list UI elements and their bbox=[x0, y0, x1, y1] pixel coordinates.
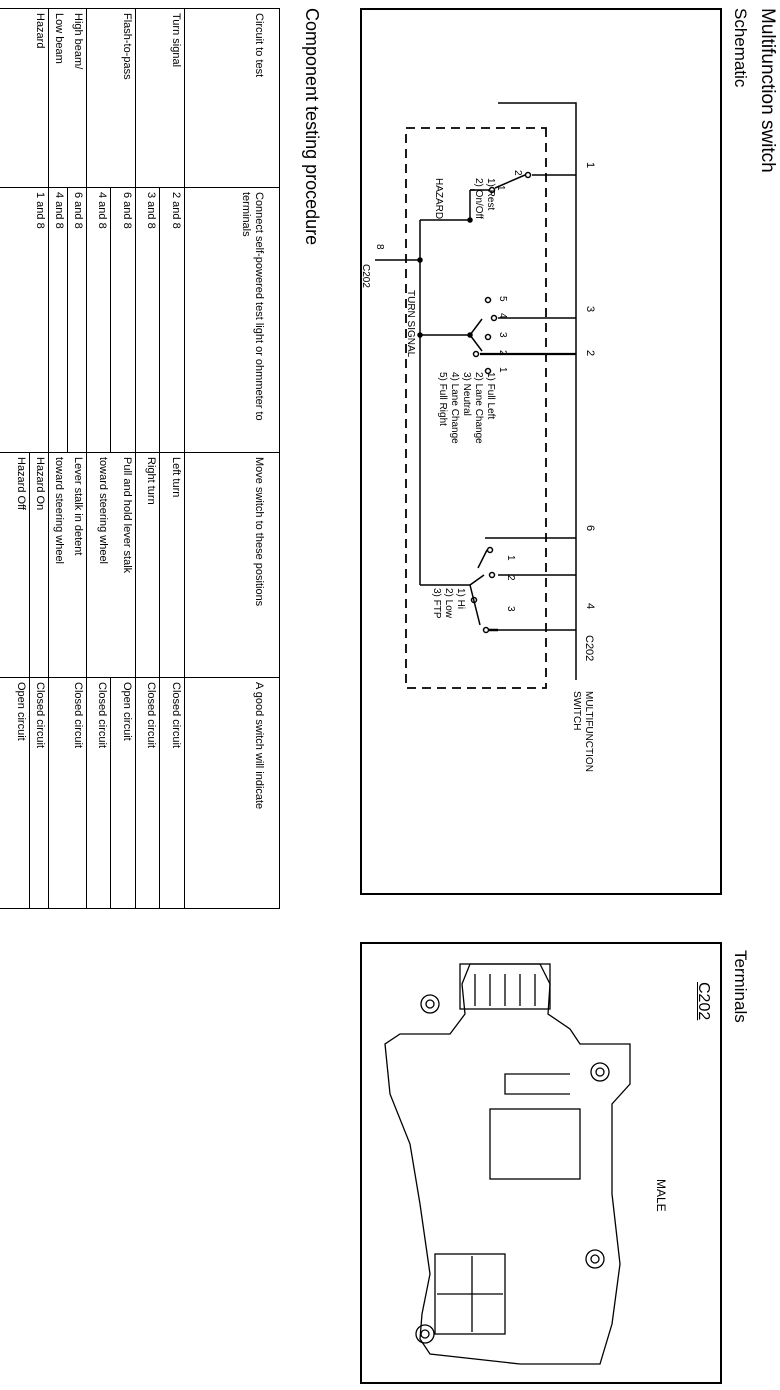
contact-label: 3 bbox=[505, 606, 516, 612]
procedure-table: Circuit to test Connect self-powered tes… bbox=[0, 8, 280, 909]
cell-circuit: Low beam bbox=[48, 8, 68, 188]
cell-circuit: Hazard bbox=[0, 8, 49, 188]
terminals-panel: C202 MALE bbox=[360, 942, 722, 1384]
cell-circuit: Flash-to-pass bbox=[86, 8, 136, 188]
cell-position: Hazard Off bbox=[0, 452, 30, 678]
contact-label: 2 bbox=[512, 170, 523, 176]
turn-position: 3) Neutral bbox=[461, 372, 472, 416]
cell-terminals: 6 and 8 bbox=[67, 187, 87, 453]
table-row: Hazard 1 and 8 Hazard On Closed circuit bbox=[0, 8, 49, 909]
pin-label: 2 bbox=[584, 350, 596, 356]
hazard-position: 1) Rest bbox=[485, 178, 496, 210]
connector-label: C202 bbox=[583, 635, 595, 661]
switch-label: SWITCH bbox=[571, 691, 582, 730]
cell-result bbox=[48, 677, 68, 909]
header-cell: Connect self-powered test light or ohmme… bbox=[184, 187, 280, 453]
contact-label: 5 bbox=[497, 296, 508, 302]
hazard-label: HAZARD bbox=[433, 178, 444, 219]
schematic-diagram: 1 3 2 6 4 C202 MULTIFUNCTION SWITCH 2 1 … bbox=[362, 102, 596, 772]
cell-position: Lever stalk in detent bbox=[67, 452, 87, 678]
header-cell: Circuit to test bbox=[184, 8, 280, 188]
contact-label: 2 bbox=[505, 575, 516, 581]
pin-label: 3 bbox=[584, 306, 596, 312]
pin-label: 6 bbox=[584, 525, 596, 531]
cell-circuit: High beam/ bbox=[67, 8, 87, 188]
cell-result: Open circuit bbox=[111, 677, 136, 909]
procedure-table-wrap: Circuit to test Connect self-powered tes… bbox=[0, 8, 380, 909]
contact-label: 1 bbox=[505, 555, 516, 561]
header-cell: A good switch will indicate bbox=[184, 677, 280, 909]
cell-result: Closed circuit bbox=[29, 677, 49, 909]
beam-position: 2) Low bbox=[443, 588, 454, 619]
turn-position: 2) Lane Change bbox=[473, 372, 484, 444]
cell-result: Open circuit bbox=[0, 677, 30, 909]
cell-result: Closed circuit bbox=[135, 677, 160, 909]
cell-terminals: 6 and 8 bbox=[111, 187, 136, 453]
table-row: Turn signal 2 and 8 Left turn Closed cir… bbox=[135, 8, 185, 909]
cell-result: Closed circuit bbox=[86, 677, 111, 909]
cell-terminals: 2 and 8 bbox=[160, 187, 185, 453]
cell-position: Right turn bbox=[135, 452, 160, 678]
turn-position: 4) Lane Change bbox=[449, 372, 460, 444]
connector-label: C202 bbox=[362, 264, 371, 288]
turn-position: 1) Full Left bbox=[485, 372, 496, 419]
table-header-row: Circuit to test Connect self-powered tes… bbox=[184, 8, 280, 909]
pin-label: 4 bbox=[584, 603, 596, 609]
cell-position: Left turn bbox=[160, 452, 185, 678]
cell-terminals: 1 and 8 bbox=[0, 187, 49, 453]
cell-terminals: 3 and 8 bbox=[135, 187, 160, 453]
contact-label: 1 bbox=[495, 185, 506, 191]
cell-position: Hazard On bbox=[29, 452, 49, 678]
cell-circuit: Turn signal bbox=[135, 8, 185, 188]
cell-position: toward steering wheel bbox=[86, 452, 111, 678]
contact-label: 1 bbox=[497, 367, 508, 373]
table-row: Low beam 4 and 8 toward steering wheel bbox=[48, 8, 68, 909]
page-title: Multifunction switch bbox=[757, 8, 778, 173]
schematic-heading: Schematic bbox=[731, 8, 750, 88]
table-row: Flash-to-pass 6 and 8 Pull and hold leve… bbox=[86, 8, 136, 909]
switch-label: MULTIFUNCTION bbox=[583, 691, 594, 772]
pin-label: 8 bbox=[374, 244, 385, 250]
cell-result: Closed circuit bbox=[160, 677, 185, 909]
cell-terminals: 4 and 8 bbox=[48, 187, 68, 453]
contact-label: 4 bbox=[497, 313, 508, 319]
schematic-panel: 1 3 2 6 4 C202 MULTIFUNCTION SWITCH 2 1 … bbox=[360, 8, 722, 895]
beam-position: 3) FTP bbox=[431, 588, 442, 619]
cell-position: Pull and hold lever stalk bbox=[111, 452, 136, 678]
cell-result: Closed circuit bbox=[67, 677, 87, 909]
contact-label: 2 bbox=[497, 350, 508, 356]
turn-signal-label: TURN SIGNAL bbox=[405, 290, 416, 358]
hazard-position: 2) On/Off bbox=[473, 178, 484, 219]
turn-position: 5) Full Right bbox=[437, 372, 448, 426]
cell-position: toward steering wheel bbox=[48, 452, 68, 678]
beam-position: 1) Hi bbox=[455, 588, 466, 609]
terminals-heading: Terminals bbox=[731, 950, 750, 1023]
header-cell: Move switch to these positions bbox=[184, 452, 280, 678]
connector-drawing bbox=[384, 963, 631, 1365]
table-row: High beam/ 6 and 8 Lever stalk in detent… bbox=[67, 8, 87, 909]
cell-terminals: 4 and 8 bbox=[86, 187, 111, 453]
contact-label: 3 bbox=[497, 332, 508, 338]
pin-label: 1 bbox=[584, 162, 596, 168]
